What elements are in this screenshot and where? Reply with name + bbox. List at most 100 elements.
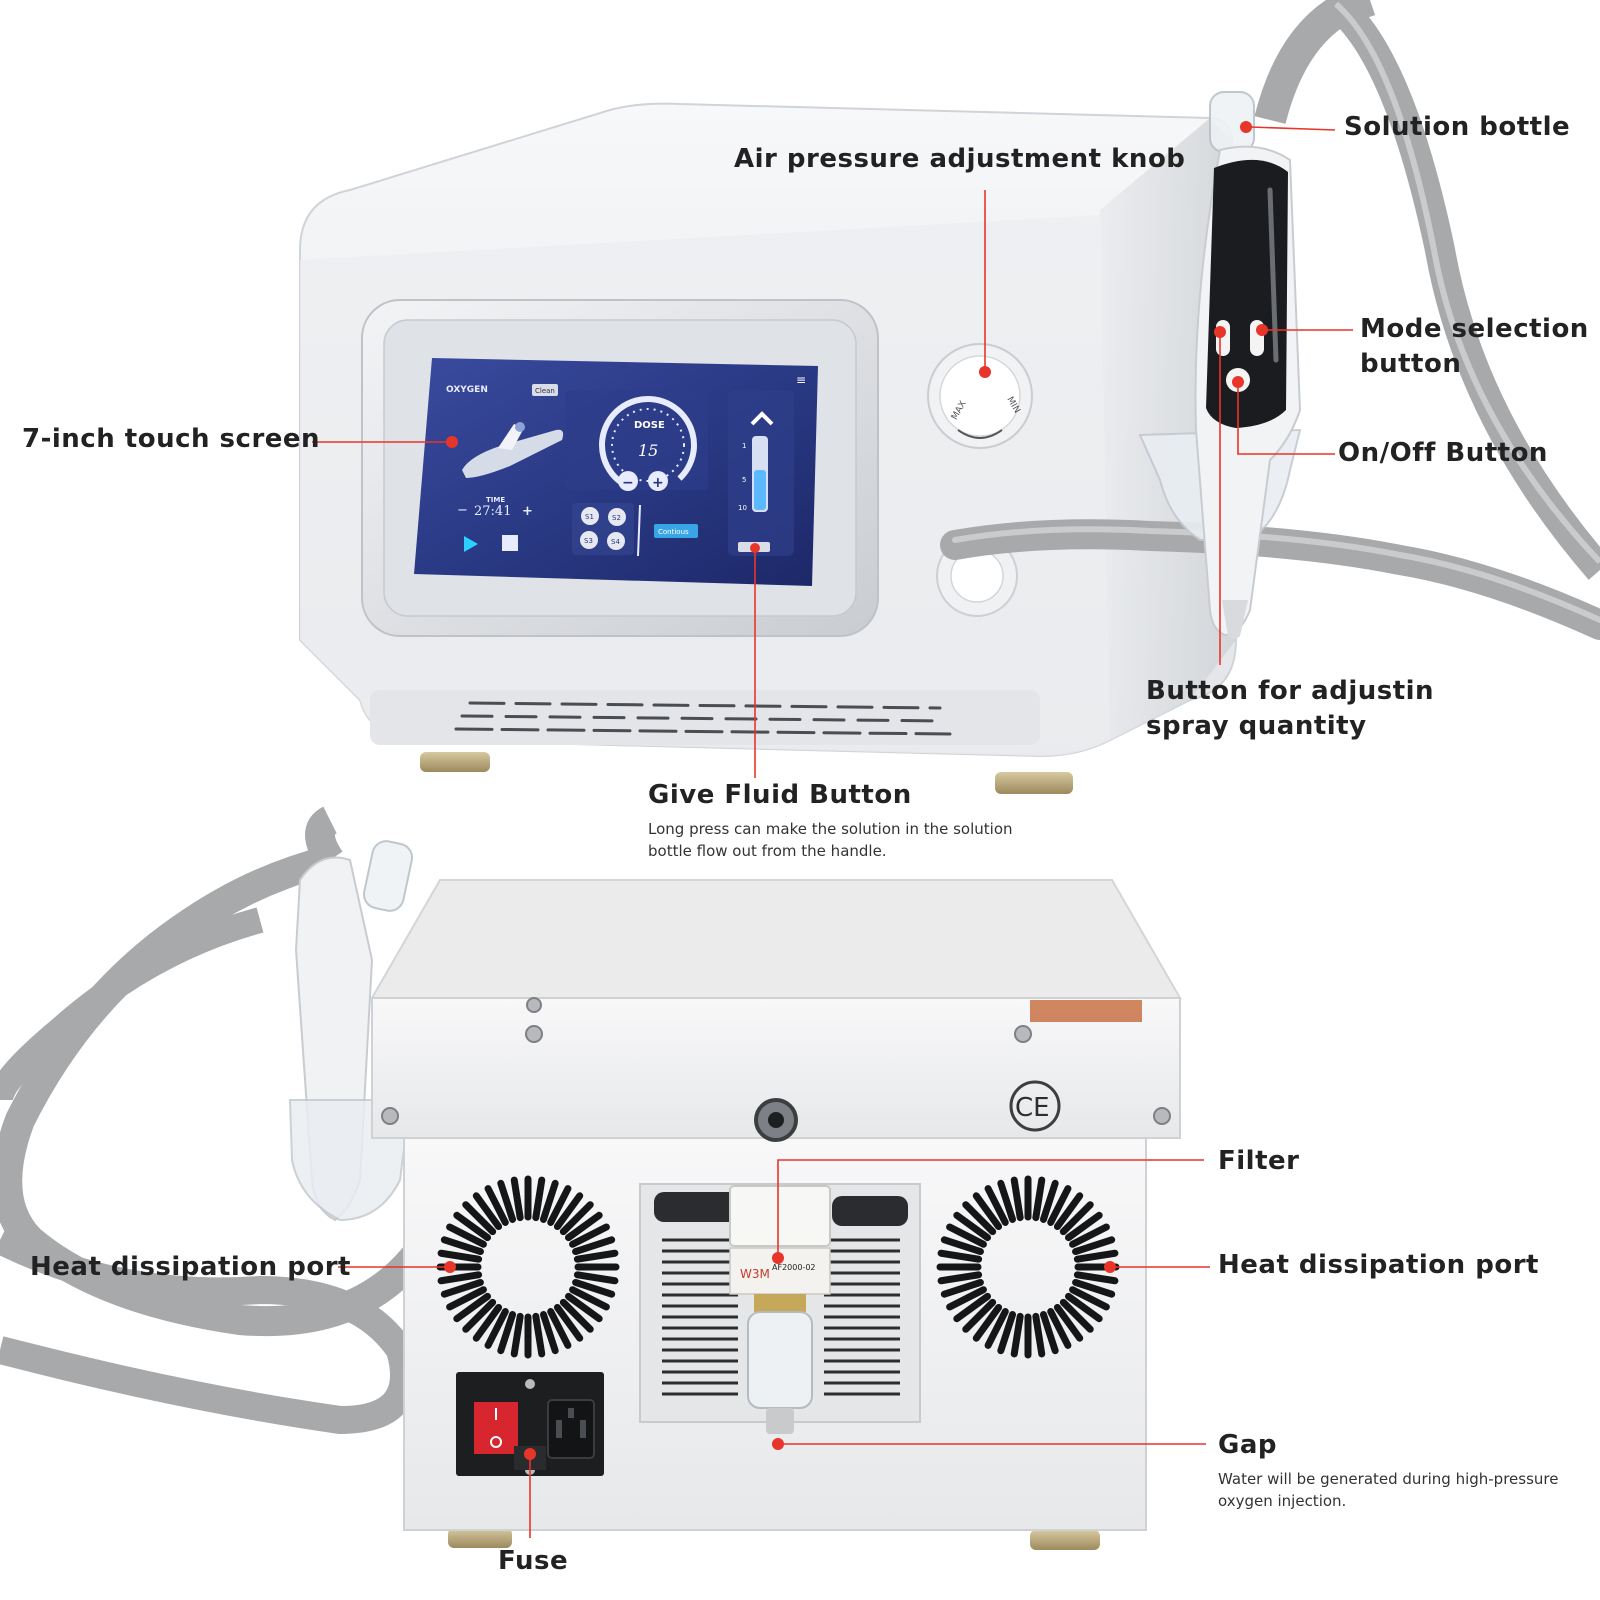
callout-dot xyxy=(1232,376,1244,388)
screen-dose-minus-button[interactable] xyxy=(618,471,638,491)
fan-slot xyxy=(497,1179,517,1223)
knob-arc xyxy=(957,429,1003,439)
screen-s2-button[interactable] xyxy=(608,508,626,526)
air-pressure-knob[interactable]: MAX MIN xyxy=(927,343,1033,449)
screen-time-plus[interactable]: + xyxy=(522,504,533,519)
screen-continuous-button[interactable] xyxy=(654,524,698,538)
label-mode-selection-line1: Mode selection xyxy=(1360,314,1589,344)
fan-slot xyxy=(559,1201,594,1236)
callout-dot xyxy=(772,1438,784,1450)
back-hose-loop-2 xyxy=(0,907,264,1102)
callout-dot xyxy=(1256,324,1268,336)
filter-drain xyxy=(766,1408,794,1434)
label-mode-selection: Mode selection button xyxy=(1360,312,1589,382)
screen-s1-label: S1 xyxy=(585,513,594,521)
back-hose-top xyxy=(305,806,343,869)
fan-slot xyxy=(484,1185,509,1226)
filter-bowl xyxy=(747,1311,813,1409)
callout-dot xyxy=(1240,121,1252,133)
screen-s4-button[interactable] xyxy=(607,532,625,550)
fan-slot xyxy=(953,1211,992,1242)
note-gap: Water will be generated during high-pres… xyxy=(1218,1468,1558,1512)
back-device: CE W3M AF2000-02 xyxy=(0,806,1182,1550)
screw xyxy=(1014,1025,1032,1043)
screen-s3-label: S3 xyxy=(584,537,593,545)
handpiece-grip-shine xyxy=(1267,187,1279,363)
screen-time-minus[interactable]: − xyxy=(457,503,468,518)
screen-stop-icon[interactable] xyxy=(502,535,518,551)
screen-dose-label: DOSE xyxy=(634,420,665,431)
screen-dose-value: 15 xyxy=(638,441,658,460)
screen-menu-icon[interactable]: ≡ xyxy=(796,373,806,387)
back-hose-long xyxy=(0,1227,418,1435)
filter-brand: W3M xyxy=(740,1267,770,1281)
screen-s3-button[interactable] xyxy=(580,531,598,549)
callout-dot xyxy=(446,436,458,448)
screen-s-panel xyxy=(572,503,634,555)
touch-screen[interactable]: OXYGEN Clean TIME − 27:41 + DOSE 15 xyxy=(414,358,818,586)
fan-slot xyxy=(497,1311,517,1355)
screen-gauge-mark-5: 5 xyxy=(742,476,746,484)
screen-up-arrow-icon[interactable] xyxy=(750,411,774,426)
fan-slot xyxy=(1032,1312,1046,1358)
callout-dot xyxy=(772,1252,784,1264)
fan-slot xyxy=(1053,1303,1084,1342)
spray-quantity-button[interactable] xyxy=(1216,320,1230,356)
fan-slot xyxy=(1039,1179,1059,1223)
screen-s1-button[interactable] xyxy=(581,507,599,525)
screw xyxy=(526,997,542,1013)
fan-slot xyxy=(1059,1298,1094,1333)
front-hose-main-highlight xyxy=(952,526,1600,623)
power-inlet-pin xyxy=(568,1408,574,1418)
fan-slot xyxy=(453,1211,492,1242)
screen-dose-plus-label: + xyxy=(652,475,664,491)
fan-slot xyxy=(1064,1292,1103,1323)
handpiece-hose xyxy=(1254,0,1376,125)
label-mode-selection-line2: button xyxy=(1360,349,1462,379)
ce-mark-border xyxy=(1009,1080,1061,1132)
power-inlet-pin xyxy=(580,1420,586,1438)
fan-slot xyxy=(446,1286,487,1311)
fan-slot xyxy=(572,1236,616,1256)
fan-slot xyxy=(1010,1176,1024,1222)
callout-dot xyxy=(524,1448,536,1460)
fan-slot xyxy=(440,1236,484,1256)
fan-slot xyxy=(937,1249,983,1263)
filter-vent-slots xyxy=(662,1238,900,1396)
label-air-pressure-knob: Air pressure adjustment knob xyxy=(734,144,1186,174)
screw xyxy=(525,1025,543,1043)
handpiece[interactable] xyxy=(1194,91,1302,639)
fan-slot xyxy=(547,1308,572,1349)
label-spray-quantity: Button for adjustin spray quantity xyxy=(1146,674,1434,744)
fan-slot xyxy=(539,1311,559,1355)
label-filter: Filter xyxy=(1218,1146,1300,1176)
fan-slot xyxy=(1047,1185,1072,1226)
fan-slot xyxy=(559,1298,594,1333)
heat-dissipation-port-right xyxy=(936,1175,1120,1359)
fan-slot xyxy=(1069,1223,1110,1248)
screen-dose-plus-button[interactable] xyxy=(648,471,668,491)
screen-dose-panel xyxy=(566,390,708,490)
filter-head xyxy=(729,1185,831,1247)
fan-slot xyxy=(962,1298,997,1333)
fan-slot xyxy=(437,1271,483,1285)
warning-sticker xyxy=(1030,1000,1142,1022)
callout-dot xyxy=(979,366,991,378)
fan-slot xyxy=(539,1179,559,1223)
fan-slot xyxy=(972,1192,1003,1231)
fan-slot xyxy=(997,1179,1017,1223)
fan-slot xyxy=(437,1249,483,1263)
fan-slot xyxy=(1059,1201,1094,1236)
screen-play-icon[interactable] xyxy=(464,536,478,552)
note-gap-line1: Water will be generated during high-pres… xyxy=(1218,1470,1559,1488)
screen-gauge-mark-1: 1 xyxy=(742,442,746,450)
ce-mark: CE xyxy=(1015,1093,1050,1123)
fan-slot xyxy=(569,1223,610,1248)
screen-clean-button[interactable] xyxy=(532,384,558,396)
fan-slot xyxy=(569,1286,610,1311)
fan-slot xyxy=(984,1185,1009,1226)
fan-slot xyxy=(946,1223,987,1248)
fan-slot xyxy=(472,1303,503,1342)
handpiece-hose-down-hl xyxy=(1334,1,1600,565)
fan-slot xyxy=(1073,1249,1119,1263)
